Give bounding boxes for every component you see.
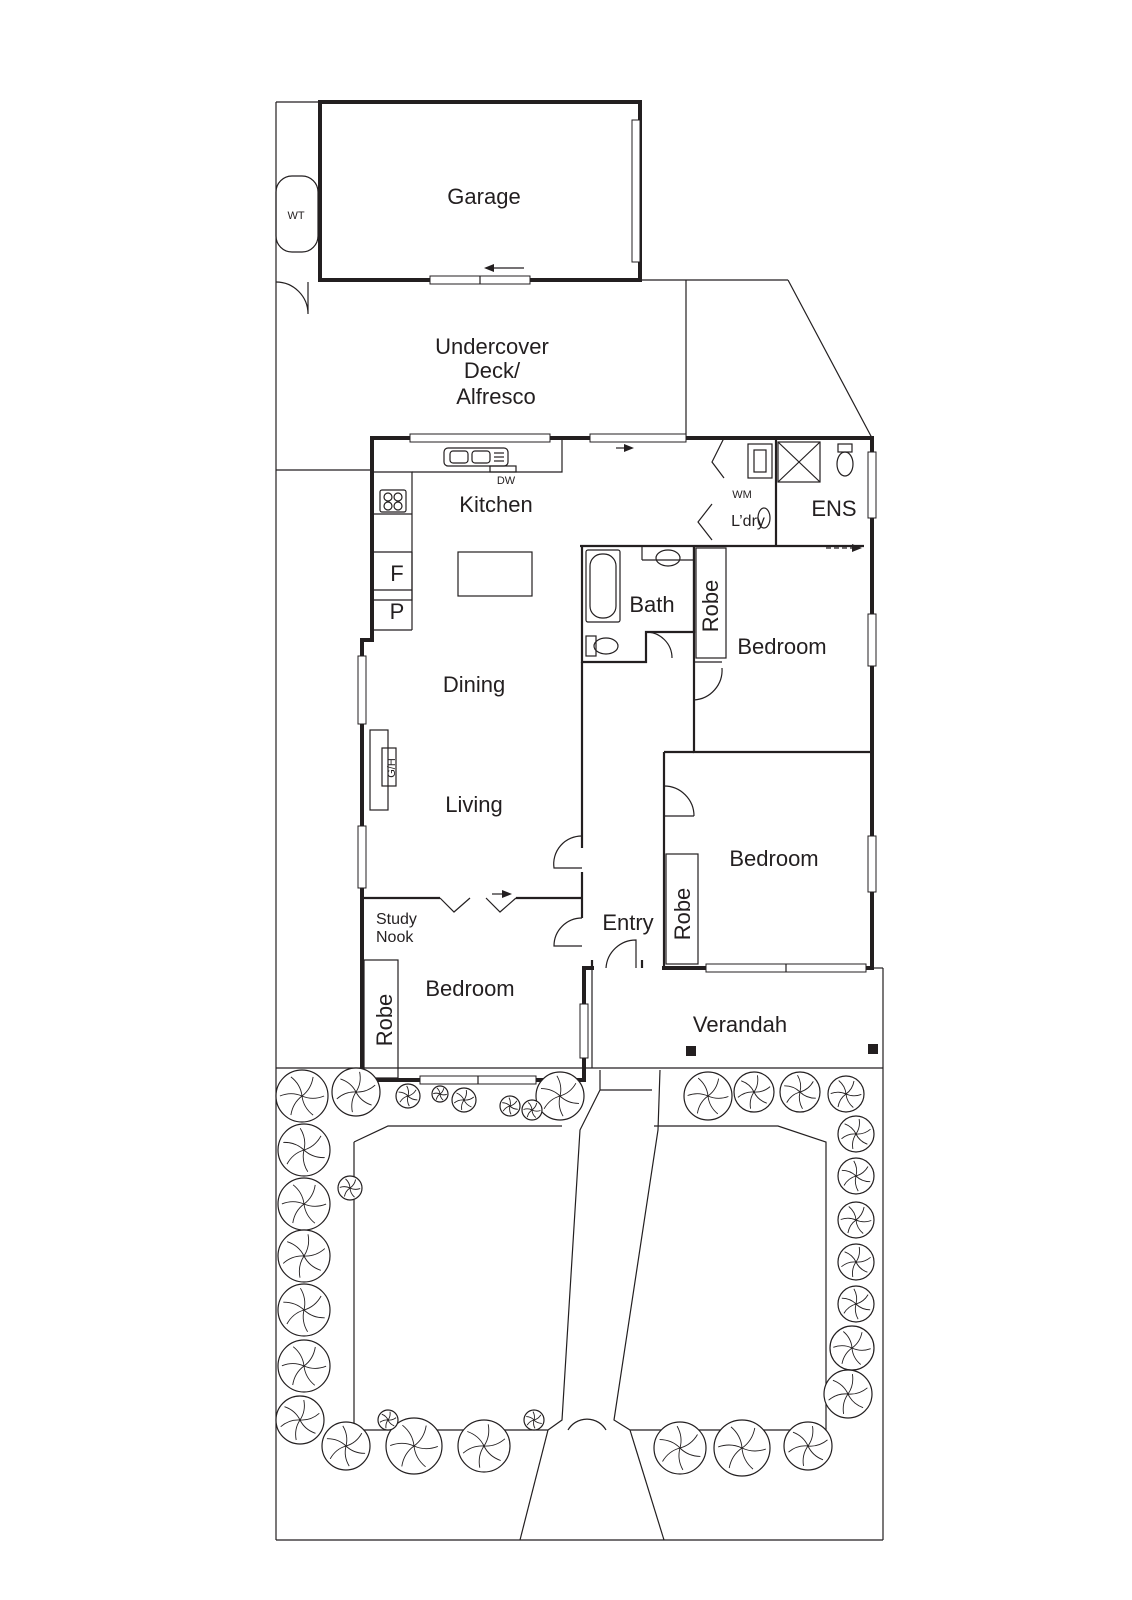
robe-3-label: Robe <box>372 994 397 1047</box>
tree-icon <box>395 1083 421 1109</box>
tree-icon <box>823 1369 873 1419</box>
tree-icon <box>431 1085 449 1103</box>
garage-label: Garage <box>447 184 520 209</box>
bedroom-1-label: Bedroom <box>737 634 826 659</box>
bedroom-1: Robe Bedroom <box>692 546 872 754</box>
water-tank: WT <box>275 175 319 315</box>
windows <box>357 433 877 1085</box>
tree-icon <box>733 1071 775 1113</box>
tree-icon <box>457 1419 511 1473</box>
dining-living: Dining Living G/H <box>369 672 505 817</box>
tree-icon <box>837 1285 875 1323</box>
bedroom-3-label: Bedroom <box>425 976 514 1001</box>
pantry-label: P <box>390 599 405 624</box>
study-nook-label-2: Nook <box>376 929 414 946</box>
tree-icon <box>653 1421 707 1475</box>
tree-icon <box>385 1417 443 1475</box>
bathtub <box>585 549 621 623</box>
tree-icon <box>337 1175 363 1201</box>
robe-1-label: Robe <box>698 580 723 633</box>
tree-icon <box>499 1095 521 1117</box>
tree-icon <box>521 1099 543 1121</box>
bath-label: Bath <box>629 592 674 617</box>
robe-3 <box>363 959 399 1079</box>
ens-toilet <box>836 451 854 477</box>
kitchen-label: Kitchen <box>459 492 532 517</box>
tree-icon <box>451 1087 477 1113</box>
tree-icon <box>535 1071 585 1121</box>
tree-icon <box>713 1419 771 1477</box>
kitchen: DW Kitchen F P <box>372 438 563 631</box>
wt-label: WT <box>287 210 304 222</box>
vanity-basin <box>655 549 681 567</box>
ens-label: ENS <box>811 496 856 521</box>
tree-icon <box>827 1075 865 1113</box>
tree-icon <box>779 1071 821 1113</box>
tree-icon <box>377 1409 399 1431</box>
tree-icon <box>331 1067 381 1117</box>
tree-icon <box>837 1201 875 1239</box>
verandah-label: Verandah <box>693 1012 787 1037</box>
bedroom-3: Robe Study Nook Bedroom <box>362 890 582 1079</box>
laundry-label: L’dry <box>731 513 765 530</box>
tree-icon <box>275 1395 325 1445</box>
dining-label: Dining <box>443 672 505 697</box>
gas-heater <box>369 729 389 811</box>
site-boundary <box>275 101 884 1541</box>
bath-toilet <box>593 637 619 655</box>
robe-2 <box>665 853 699 965</box>
sink-icon <box>443 447 509 467</box>
bedroom-2: Robe Bedroom <box>662 750 819 968</box>
deck-label-3: Alfresco <box>456 384 535 409</box>
deck-label-1: Undercover <box>435 334 549 359</box>
deck-label-2: Deck/ <box>464 358 521 383</box>
study-nook-label-1: Study <box>376 911 417 928</box>
tree-icon <box>321 1421 371 1471</box>
tree-icon <box>277 1229 331 1283</box>
garage: Garage <box>318 100 642 285</box>
tree-icon <box>683 1071 733 1121</box>
robe-2-label: Robe <box>670 888 695 941</box>
tree-icon <box>837 1243 875 1281</box>
tree-icon <box>275 1069 329 1123</box>
tree-icon <box>277 1283 331 1337</box>
tree-icon <box>783 1421 833 1471</box>
tree-icon <box>277 1339 331 1393</box>
bedroom-2-label: Bedroom <box>729 846 818 871</box>
laundry: WM L’dry <box>580 437 864 548</box>
living-label: Living <box>445 792 502 817</box>
tree-icon <box>277 1123 331 1177</box>
entry-label: Entry <box>602 910 653 935</box>
robe-1 <box>695 547 727 659</box>
tree-icon <box>837 1157 875 1195</box>
tree-icon <box>523 1409 545 1431</box>
bath: Bath <box>580 546 696 664</box>
tree-icon <box>829 1325 875 1371</box>
tree-icon <box>277 1177 331 1231</box>
wm-label: WM <box>732 489 752 501</box>
gh-label: G/H <box>386 758 398 778</box>
tree-group <box>275 1067 875 1477</box>
hallway-entry: Entry <box>553 662 654 969</box>
dw-label: DW <box>497 475 516 487</box>
cooktop-icon <box>379 489 407 513</box>
fridge-label: F <box>390 561 403 586</box>
shower <box>777 441 821 483</box>
verandah: Verandah <box>591 967 883 1068</box>
kitchen-island <box>457 551 533 597</box>
ensuite: ENS <box>777 441 862 552</box>
tree-icon <box>837 1115 875 1153</box>
deck: Undercover Deck/ Alfresco <box>435 334 549 409</box>
